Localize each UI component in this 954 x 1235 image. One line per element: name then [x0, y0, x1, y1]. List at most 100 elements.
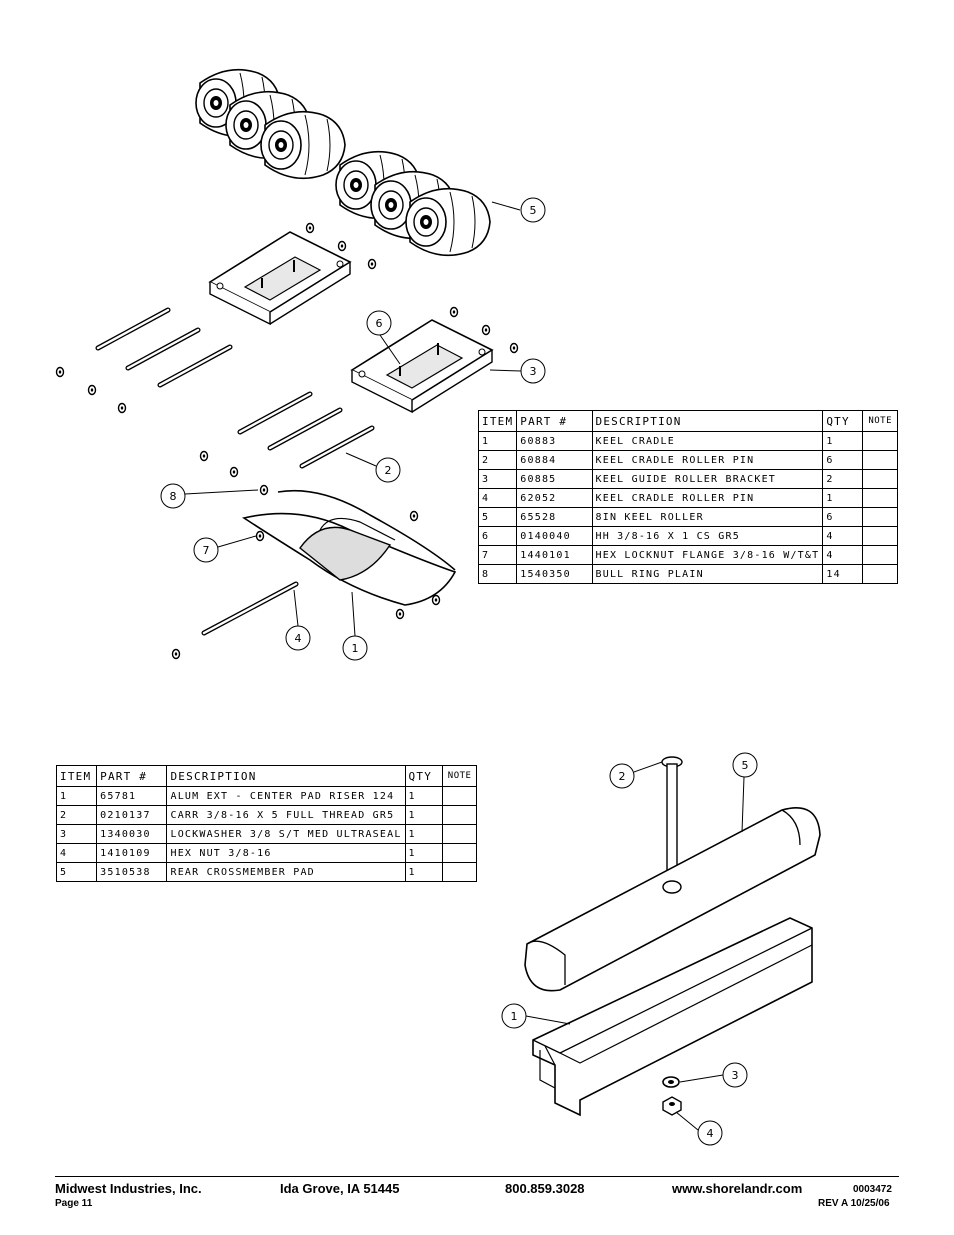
cell-description: KEEL CRADLE ROLLER PIN — [591, 488, 824, 508]
cell-note — [862, 564, 898, 584]
cell-description: ALUM EXT - CENTER PAD RISER 124 — [166, 786, 406, 806]
footer-page: Page 11 — [55, 1198, 93, 1209]
cell-item: 8 — [477, 564, 518, 584]
callout-2: 2 — [385, 464, 392, 477]
footer-doc-number: 0003472 — [853, 1184, 892, 1195]
header-description: DESCRIPTION — [591, 410, 824, 432]
callout-8: 8 — [170, 490, 177, 503]
cell-note — [862, 545, 898, 565]
cell-item: 4 — [477, 488, 518, 508]
cell-note — [862, 507, 898, 527]
cell-item: 4 — [55, 843, 98, 863]
cell-item: 7 — [477, 545, 518, 565]
header-note: NOTE — [862, 410, 898, 432]
cell-qty: 1 — [404, 824, 444, 844]
header-item: ITEM — [55, 765, 98, 787]
footer-website: www.shorelandr.com — [672, 1181, 803, 1196]
table-header-row: ITEM PART # DESCRIPTION QTY NOTE — [477, 410, 898, 432]
cell-note — [862, 431, 898, 451]
header-qty: QTY — [822, 410, 864, 432]
page-footer — [55, 1176, 899, 1177]
cell-description: REAR CROSSMEMBER PAD — [166, 862, 406, 882]
cell-item: 1 — [477, 431, 518, 451]
cell-item: 5 — [477, 507, 518, 527]
cell-part-number: 0140040 — [516, 526, 593, 546]
cell-description: 8IN KEEL ROLLER — [591, 507, 824, 527]
cell-note — [442, 786, 477, 806]
cell-item: 5 — [55, 862, 98, 882]
cell-item: 1 — [55, 786, 98, 806]
cell-description: HEX LOCKNUT FLANGE 3/8-16 W/T&T — [591, 545, 824, 565]
cell-description: KEEL GUIDE ROLLER BRACKET — [591, 469, 824, 489]
cell-part-number: 62052 — [516, 488, 593, 508]
cell-part-number: 0210137 — [96, 805, 168, 825]
cell-note — [862, 450, 898, 470]
callouts-bottom: 2 5 1 3 4 — [501, 752, 758, 1146]
header-note: NOTE — [442, 765, 477, 787]
callout-1: 1 — [352, 642, 359, 655]
cell-qty: 4 — [822, 526, 864, 546]
cell-qty: 2 — [822, 469, 864, 489]
cell-item: 2 — [477, 450, 518, 470]
cell-qty: 4 — [822, 545, 864, 565]
cell-part-number: 60884 — [516, 450, 593, 470]
callout-7: 7 — [203, 544, 210, 557]
cell-part-number: 1540350 — [516, 564, 593, 584]
cell-qty: 1 — [404, 843, 444, 863]
cell-description: KEEL CRADLE — [591, 431, 824, 451]
cell-part-number: 65781 — [96, 786, 168, 806]
callout-6: 6 — [376, 317, 383, 330]
footer-city: Ida Grove, IA 51445 — [280, 1181, 400, 1196]
cell-note — [442, 843, 477, 863]
cell-note — [442, 824, 477, 844]
pad-riser-assembly — [524, 756, 821, 1117]
cell-description: LOCKWASHER 3/8 S/T MED ULTRASEAL — [166, 824, 406, 844]
header-qty: QTY — [404, 765, 444, 787]
cell-note — [442, 862, 477, 882]
cell-item: 6 — [477, 526, 518, 546]
cell-description: CARR 3/8-16 X 5 FULL THREAD GR5 — [166, 805, 406, 825]
callout-3: 3 — [530, 365, 537, 378]
callout-5: 5 — [530, 204, 537, 217]
header-part: PART # — [516, 410, 593, 432]
callout-b1: 1 — [511, 1010, 518, 1023]
cell-note — [862, 488, 898, 508]
cell-item: 3 — [477, 469, 518, 489]
cell-item: 3 — [55, 824, 98, 844]
cell-item: 2 — [55, 805, 98, 825]
footer-company: Midwest Industries, Inc. — [55, 1181, 202, 1196]
cell-note — [862, 469, 898, 489]
cell-qty: 1 — [822, 488, 864, 508]
footer-phone: 800.859.3028 — [505, 1181, 585, 1196]
cell-qty: 1 — [822, 431, 864, 451]
callout-b5: 5 — [742, 759, 749, 772]
header-item: ITEM — [477, 410, 518, 432]
cell-qty: 1 — [404, 862, 444, 882]
callout-b4: 4 — [707, 1127, 714, 1140]
cell-qty: 6 — [822, 507, 864, 527]
cell-note — [442, 805, 477, 825]
callout-4: 4 — [295, 632, 302, 645]
cell-qty: 6 — [822, 450, 864, 470]
cell-qty: 1 — [404, 786, 444, 806]
cell-description: KEEL CRADLE ROLLER PIN — [591, 450, 824, 470]
cell-part-number: 60883 — [516, 431, 593, 451]
header-part: PART # — [96, 765, 168, 787]
cell-note — [862, 526, 898, 546]
cell-part-number: 1410109 — [96, 843, 168, 863]
table-header-row: ITEM PART # DESCRIPTION QTY NOTE — [55, 765, 477, 787]
